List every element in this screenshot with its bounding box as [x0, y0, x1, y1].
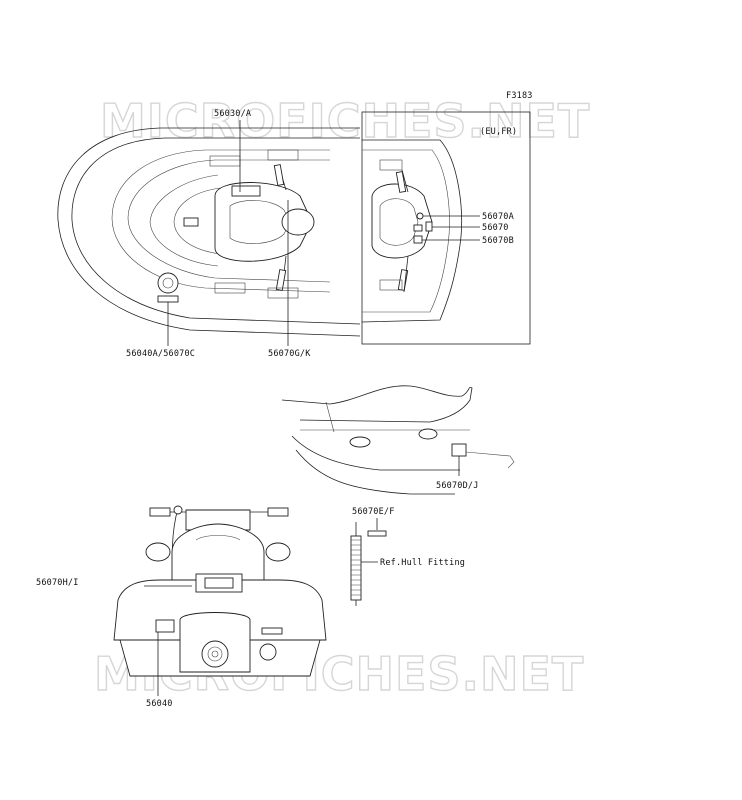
hull-top-view — [57, 127, 361, 337]
label-56070a: 56070A — [482, 212, 514, 222]
eu-fr-inset: (EU,FR) 56070A 56070 56070B — [361, 111, 531, 345]
label-56070h-i: 56070H/I — [36, 578, 79, 588]
hull-fitting: 56070E/F Ref.Hull Fitting — [350, 507, 465, 606]
label-56070: 56070 — [482, 223, 509, 233]
watermark-top: MICROFICHES.NET — [100, 94, 590, 148]
hull-rear-view: 56070H/I 56040 — [36, 505, 327, 709]
label-56070b: 56070B — [482, 236, 514, 246]
label-56030a: 56030/A — [214, 109, 251, 119]
label-56040a-56070c: 56040A/56070C — [126, 349, 195, 359]
hull-side-view: 56070D/J — [281, 385, 515, 495]
label-56070e-f: 56070E/F — [352, 507, 395, 517]
label-56070d-j: 56070D/J — [436, 481, 479, 491]
label-56070g-k: 56070G/K — [268, 349, 311, 359]
figure-code: F3183 — [506, 91, 533, 101]
region-note: (EU,FR) — [480, 127, 517, 137]
label-56040: 56040 — [146, 699, 173, 709]
label-ref-hull-fitting: Ref.Hull Fitting — [380, 558, 465, 568]
